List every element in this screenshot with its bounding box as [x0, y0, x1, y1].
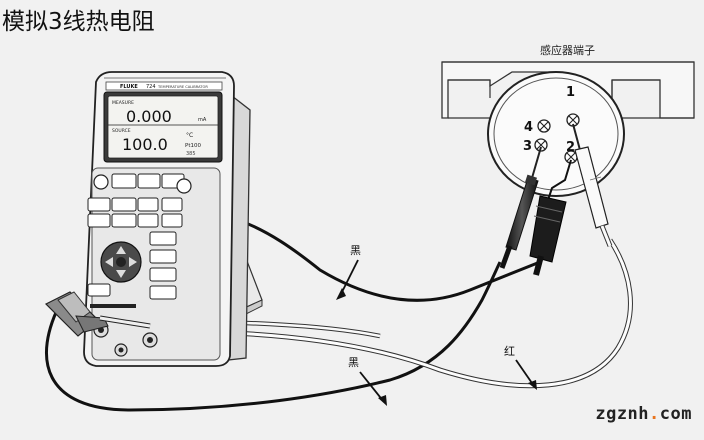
label-red: 红	[504, 345, 515, 358]
label-black-lower: 黑	[348, 356, 359, 369]
meter-reading-top: 0.000	[126, 107, 172, 126]
terminal-number-3: 3	[523, 139, 532, 154]
meter-mode-source: SOURCE	[112, 128, 131, 134]
meter-reading-bottom: 100.0	[122, 135, 168, 154]
terminal-screw-4	[537, 119, 551, 133]
terminal-number-2: 2	[566, 140, 575, 155]
alligator-clip-terminal-2	[529, 159, 572, 276]
black-wire-lower	[45, 261, 502, 412]
banana-plugs	[44, 291, 151, 337]
red-wire	[149, 239, 632, 388]
meter-subtitle: TEMPERATURE CALIBRATOR	[157, 85, 208, 89]
page-title: 模拟3线热电阻	[2, 9, 155, 35]
site-watermark: zgznh.com	[595, 404, 692, 424]
power-button	[93, 174, 109, 190]
meter-sensor-type: Pt100	[185, 143, 201, 149]
meter-sensor-alpha: 385	[186, 151, 196, 157]
watermark-tld: com	[659, 404, 692, 424]
terminal-number-1: 1	[566, 85, 575, 100]
terminal-screw-3	[534, 138, 548, 152]
label-black-upper: 黑	[350, 244, 361, 257]
meter-keypad	[87, 173, 192, 357]
watermark-dot: .	[649, 404, 660, 424]
sensor-housing	[441, 61, 695, 197]
sensor-terminal-label: 感应器端子	[540, 43, 595, 57]
meter-unit-bottom: °C	[186, 132, 193, 139]
meter-unit-top: mA	[198, 117, 207, 123]
meter-mode-measure: MEASURE	[112, 100, 134, 106]
white-probe-terminal-1	[572, 123, 613, 247]
meter-model: 724	[146, 84, 156, 90]
backlight-button	[176, 178, 192, 194]
black-probe-terminal-3	[499, 146, 542, 269]
terminal-number-4: 4	[524, 120, 533, 135]
meter-brand: FLUKE	[120, 84, 138, 90]
watermark-main: zgznh	[595, 404, 650, 424]
